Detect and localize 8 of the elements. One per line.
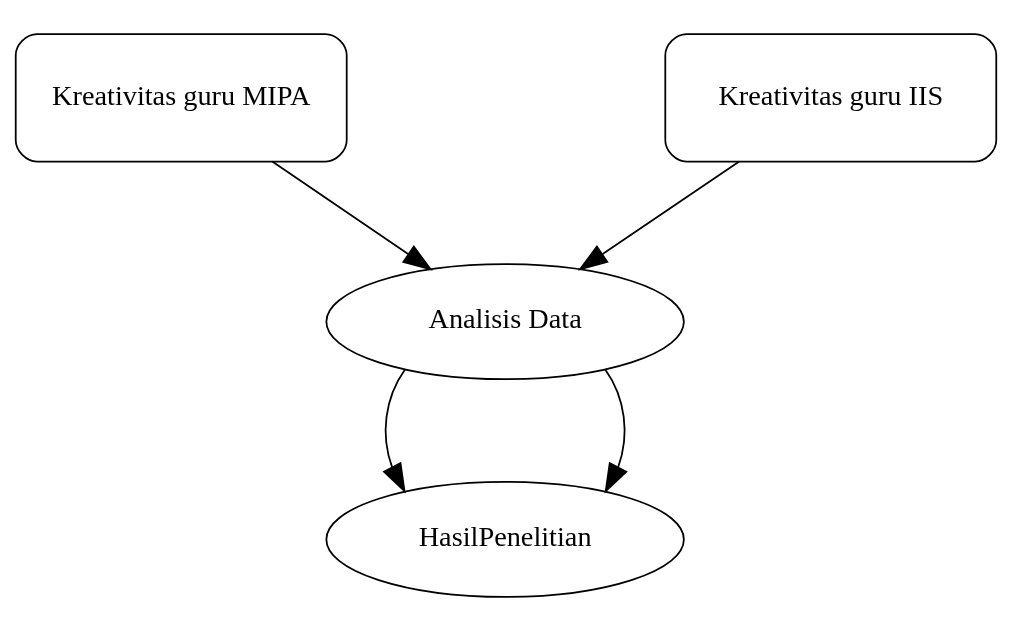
arrow bbox=[271, 160, 433, 271]
arrow bbox=[382, 368, 406, 493]
arrow bbox=[577, 160, 741, 271]
node-ellipse: Analisis Data bbox=[325, 262, 685, 380]
node-box: Kreativitas guru MIPA bbox=[14, 32, 348, 162]
node-box: Kreativitas guru IIS bbox=[664, 32, 998, 162]
arrow bbox=[604, 368, 628, 493]
node-ellipse: HasilPenelitian bbox=[325, 480, 685, 598]
